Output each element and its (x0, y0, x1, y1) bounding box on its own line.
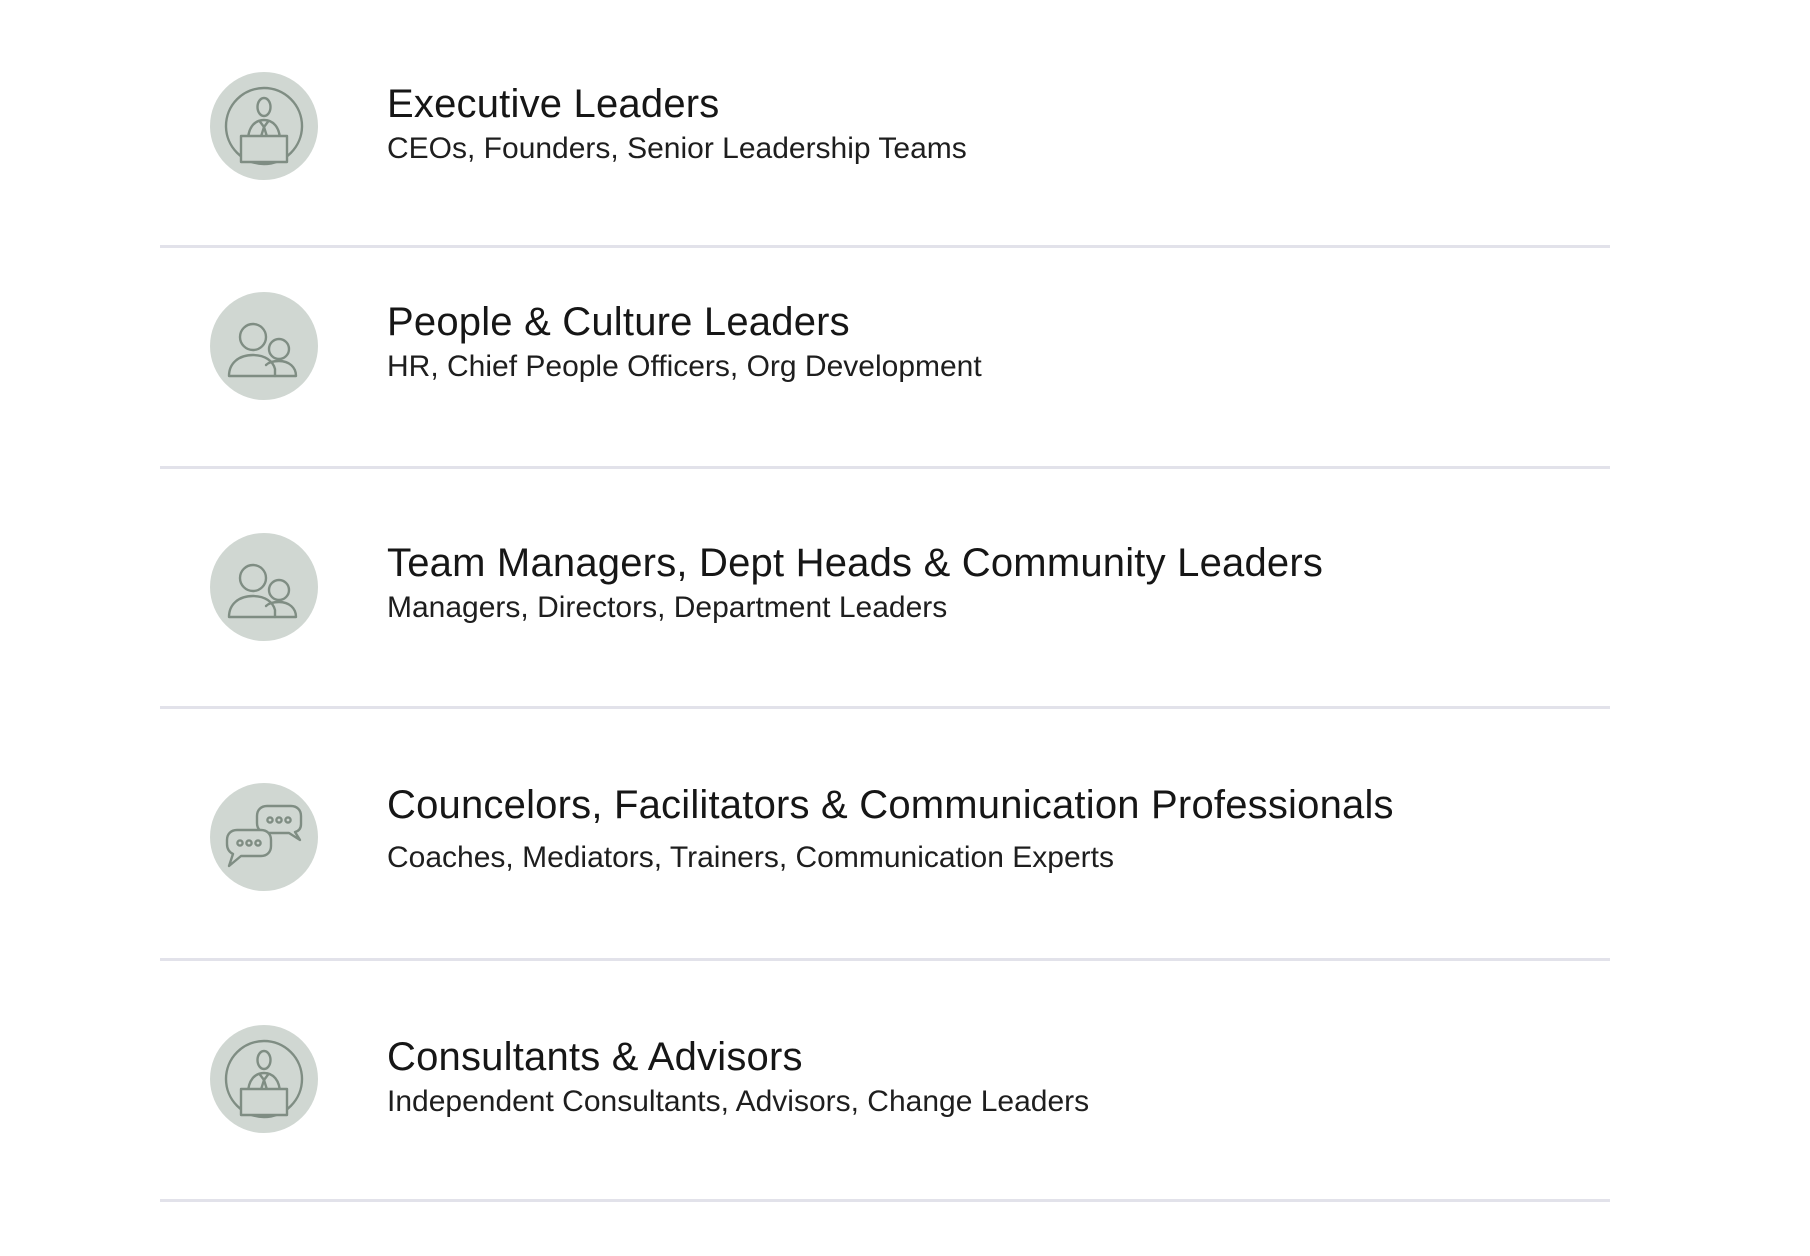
audience-item-executive-leaders: Executive Leaders CEOs, Founders, Senior… (160, 0, 1610, 248)
audience-item-team-managers: Team Managers, Dept Heads & Community Le… (160, 469, 1610, 709)
divider (160, 245, 1610, 248)
audience-title: Consultants & Advisors (387, 1035, 803, 1079)
audience-subtitle: Coaches, Mediators, Trainers, Communicat… (387, 841, 1114, 874)
audience-item-consultants-advisors: Consultants & Advisors Independent Consu… (160, 961, 1610, 1202)
audience-item-text: People & Culture Leaders HR, Chief Peopl… (387, 298, 982, 386)
executive-presenter-icon (210, 1025, 318, 1133)
audience-item-text: Executive Leaders CEOs, Founders, Senior… (387, 80, 967, 168)
audience-item-people-culture-leaders: People & Culture Leaders HR, Chief Peopl… (160, 248, 1610, 469)
audience-subtitle: Independent Consultants, Advisors, Chang… (387, 1085, 1090, 1118)
audience-title: Executive Leaders (387, 82, 720, 126)
audience-title: People & Culture Leaders (387, 300, 850, 344)
audience-item-councelors-facilitators: Councelors, Facilitators & Communication… (160, 709, 1610, 961)
divider (160, 1199, 1610, 1202)
audience-item-text: Team Managers, Dept Heads & Community Le… (387, 539, 1323, 627)
audience-title: Councelors, Facilitators & Communication… (387, 783, 1394, 827)
audience-item-text: Councelors, Facilitators & Communication… (387, 781, 1394, 877)
audience-item-text: Consultants & Advisors Independent Consu… (387, 1033, 1089, 1121)
divider (160, 958, 1610, 961)
audience-subtitle: CEOs, Founders, Senior Leadership Teams (387, 132, 967, 165)
people-group-icon (210, 292, 318, 400)
people-group-icon (210, 533, 318, 641)
chat-bubbles-icon (210, 783, 318, 891)
executive-presenter-icon (210, 72, 318, 180)
audience-subtitle: HR, Chief People Officers, Org Developme… (387, 350, 982, 383)
divider (160, 706, 1610, 709)
audience-subtitle: Managers, Directors, Department Leaders (387, 591, 948, 624)
audience-title: Team Managers, Dept Heads & Community Le… (387, 541, 1324, 585)
divider (160, 466, 1610, 469)
